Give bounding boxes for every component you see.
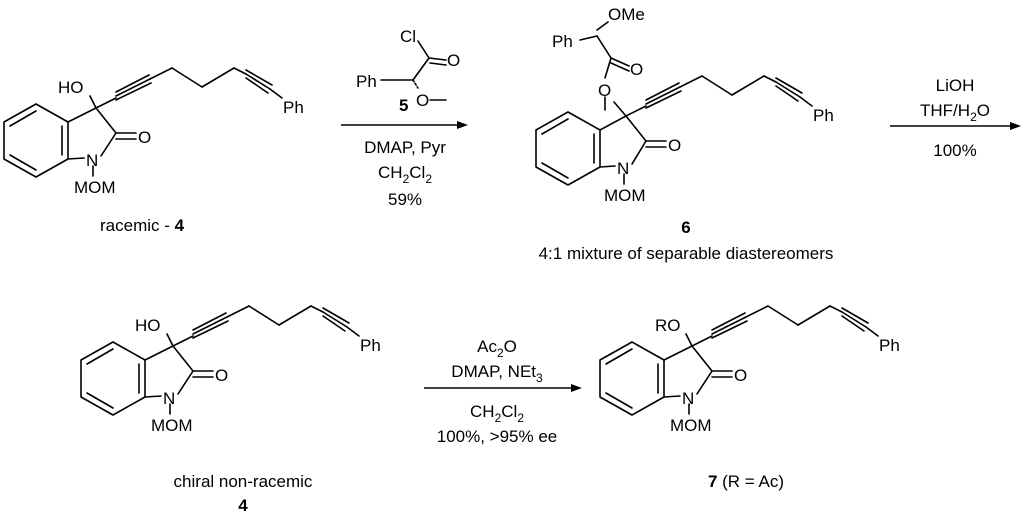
arrow-step-3-solvent-sub2: 2	[517, 411, 524, 425]
reagent-5-ph-label: Ph	[356, 72, 377, 91]
reagent-5-ether-o-label: O	[416, 91, 429, 110]
racemic-4-ph-label: Ph	[283, 98, 304, 117]
arrow-step-3-solvent-sub1: 2	[495, 411, 502, 425]
chiral-4-n-label: N	[163, 389, 175, 408]
compound-7-ro-label: RO	[655, 316, 681, 335]
compound-6-ester-carbonyl-o-label: O	[630, 60, 643, 79]
compound-chiral-4: HO O N MOM Ph chiral non-racemic 4	[80, 305, 381, 515]
chiral-4-carbonyl-o-label: O	[215, 366, 228, 385]
chiral-4-caption: chiral non-racemic	[174, 472, 313, 491]
racemic-4-mom-label: MOM	[74, 178, 116, 197]
compound-racemic-4: HO O N MOM Ph racemic - 4	[3, 67, 304, 235]
arrow-step-2-reagent-2-sub: 2	[970, 110, 977, 124]
arrow-step-3-solvent-b: Cl	[501, 402, 517, 421]
reagent-5-number: 5	[399, 96, 408, 115]
compound-6-n-label: N	[617, 159, 629, 178]
compound-7: RO O N MOM Ph 7 (R = Ac)	[599, 305, 900, 491]
compound-7-ph-label: Ph	[879, 336, 900, 355]
arrow-step-3-reagent-1-b: O	[504, 337, 517, 356]
compound-7-bonds	[599, 305, 879, 416]
reagent-5-bonds	[380, 40, 447, 101]
reagent-5: Cl O Ph O 5	[356, 27, 460, 115]
arrow-step-2-reagent-1: LiOH	[936, 76, 975, 95]
chiral-4-ph-label: Ph	[360, 336, 381, 355]
compound-6-caption: 4:1 mixture of separable diastereomers	[539, 244, 834, 263]
arrow-step-2-reagent-2: THF/H2O	[920, 101, 990, 124]
arrow-step-2-reagent-2-a: THF/H	[920, 101, 970, 120]
compound-6-ester-o-label: O	[598, 81, 611, 100]
arrow-step-3-head	[571, 384, 582, 392]
racemic-4-carbonyl-o-label: O	[138, 128, 151, 147]
chiral-4-mom-label: MOM	[151, 416, 193, 435]
arrow-step-1-cond-1: DMAP, Pyr	[364, 138, 446, 157]
compound-7-caption-number: 7	[708, 472, 717, 491]
arrow-step-2-reagent-2-b: O	[977, 101, 990, 120]
arrow-step-1-cond-2-sub1: 2	[403, 172, 410, 186]
compound-6-bonds	[535, 21, 813, 186]
racemic-4-bonds	[3, 67, 283, 178]
chiral-4-bonds	[80, 305, 360, 416]
arrow-step-2-head	[1010, 122, 1021, 130]
arrow-step-3-reagent-1-a: Ac	[477, 337, 497, 356]
compound-6-mom-label: MOM	[604, 186, 646, 205]
racemic-4-caption: racemic - 4	[100, 216, 185, 235]
arrow-step-3-solvent-a: CH	[470, 402, 495, 421]
arrow-step-1: DMAP, Pyr CH2Cl2 59%	[341, 121, 468, 209]
racemic-4-n-label: N	[86, 151, 98, 170]
compound-7-carbonyl-o-label: O	[734, 366, 747, 385]
arrow-step-2-yield: 100%	[933, 141, 976, 160]
arrow-step-1-yield: 59%	[388, 190, 422, 209]
compound-6-ph-label: Ph	[813, 106, 834, 125]
arrow-step-3: Ac2O DMAP, NEt3 CH2Cl2 100%, >95% ee	[424, 337, 582, 446]
arrow-step-3-reagent-2-sub: 3	[536, 371, 543, 385]
compound-6-number: 6	[681, 218, 690, 237]
racemic-4-caption-number: 4	[175, 216, 185, 235]
compound-7-caption: 7 (R = Ac)	[708, 472, 784, 491]
compound-6-carbonyl-o-label: O	[668, 136, 681, 155]
arrow-step-3-solvent: CH2Cl2	[470, 402, 524, 425]
chiral-4-ho-label: HO	[135, 316, 161, 335]
arrow-step-1-cond-2: CH2Cl2	[378, 163, 432, 186]
reagent-5-cl-label: Cl	[400, 27, 416, 46]
racemic-4-ho-label: HO	[58, 78, 84, 97]
arrow-step-3-reagent-2: DMAP, NEt3	[451, 362, 543, 385]
arrow-step-3-reagent-2-a: DMAP, NEt	[451, 362, 536, 381]
chiral-4-caption-number: 4	[238, 496, 248, 515]
arrow-step-3-reagent-1: Ac2O	[477, 337, 517, 360]
compound-7-mom-label: MOM	[670, 416, 712, 435]
arrow-step-2: LiOH THF/H2O 100%	[890, 76, 1021, 160]
compound-6-ph-top-label: Ph	[552, 32, 573, 51]
arrow-step-3-yield: 100%, >95% ee	[437, 427, 558, 446]
racemic-4-caption-prefix: racemic -	[100, 216, 175, 235]
compound-6-ome-label: OMe	[608, 5, 645, 24]
arrow-step-1-cond-2-sub2: 2	[425, 172, 432, 186]
arrow-step-1-cond-2-a: CH	[378, 163, 403, 182]
arrow-step-1-head	[457, 121, 468, 129]
compound-6: OMe Ph O O O N MOM Ph 6 4:1 mixture of s…	[535, 5, 834, 263]
arrow-step-3-reagent-1-sub: 2	[497, 346, 504, 360]
arrow-step-1-cond-2-b: Cl	[409, 163, 425, 182]
compound-7-n-label: N	[682, 389, 694, 408]
reagent-5-carbonyl-o-label: O	[447, 51, 460, 70]
compound-7-caption-rest: (R = Ac)	[717, 472, 784, 491]
